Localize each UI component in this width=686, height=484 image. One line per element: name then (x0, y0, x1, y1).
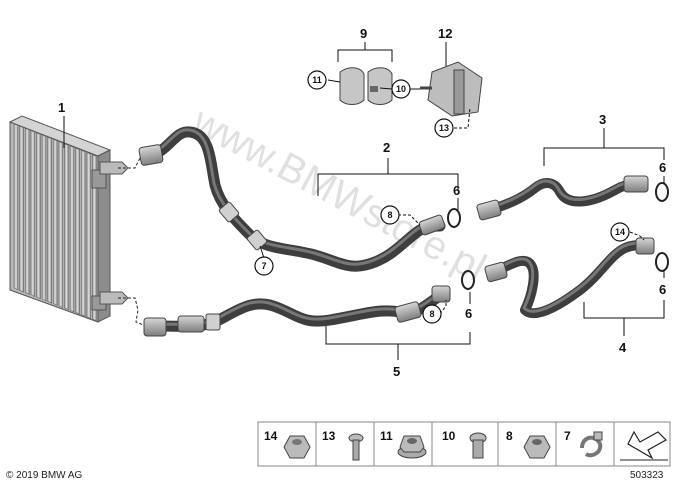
hex-nut-icon (283, 435, 311, 459)
legend-label-5: 8 (506, 429, 513, 443)
cooler-fins (13, 123, 97, 322)
bracket (420, 61, 483, 117)
callout-6d: 6 (659, 282, 666, 297)
copyright-text: © 2019 BMW AG (6, 470, 83, 481)
legend-label-6: 7 (564, 429, 571, 443)
flange-nut-icon (397, 435, 427, 459)
callout-5: 5 (393, 364, 400, 379)
callout-6c: 6 (659, 160, 666, 175)
diagram-id: 503323 (630, 470, 664, 481)
legend-label-2: 13 (322, 429, 336, 443)
callout-10: 10 (396, 84, 406, 94)
lower-right-hose (484, 237, 655, 319)
lower-return-hose (143, 285, 451, 337)
upper-feed-hose (138, 126, 446, 272)
direction-arrow-icon (620, 430, 668, 461)
legend-label-4: 10 (442, 429, 456, 443)
callout-11: 11 (312, 75, 322, 85)
callout-2: 2 (383, 140, 390, 155)
hose-clamp-icon (580, 431, 603, 458)
callout-9: 9 (360, 26, 367, 41)
callout-1: 1 (58, 100, 65, 115)
callout-6b: 6 (465, 306, 472, 321)
bolt-icon (348, 433, 364, 461)
legend-label-3: 11 (380, 429, 393, 443)
callout-7: 7 (261, 261, 266, 271)
o-ring-b (461, 270, 475, 290)
callout-12: 12 (438, 26, 452, 41)
callout-6a: 6 (453, 183, 460, 198)
callout-14: 14 (615, 227, 625, 237)
stud-bolt-icon (469, 432, 487, 459)
o-ring-a (447, 208, 461, 228)
legend-label-1: 14 (264, 429, 278, 443)
callout-4: 4 (619, 340, 627, 355)
o-ring-c (655, 182, 669, 202)
o-ring-d (655, 252, 669, 272)
callout-13: 13 (439, 123, 449, 133)
clip-pair (339, 67, 393, 105)
parts-legend: 14 13 11 10 8 7 (257, 421, 671, 467)
callout-8b: 8 (429, 309, 434, 319)
callout-8a: 8 (387, 210, 392, 220)
upper-right-hose (476, 175, 649, 221)
callout-3: 3 (599, 112, 606, 127)
oil-cooler (8, 115, 129, 323)
clip-nut-icon (523, 435, 551, 459)
